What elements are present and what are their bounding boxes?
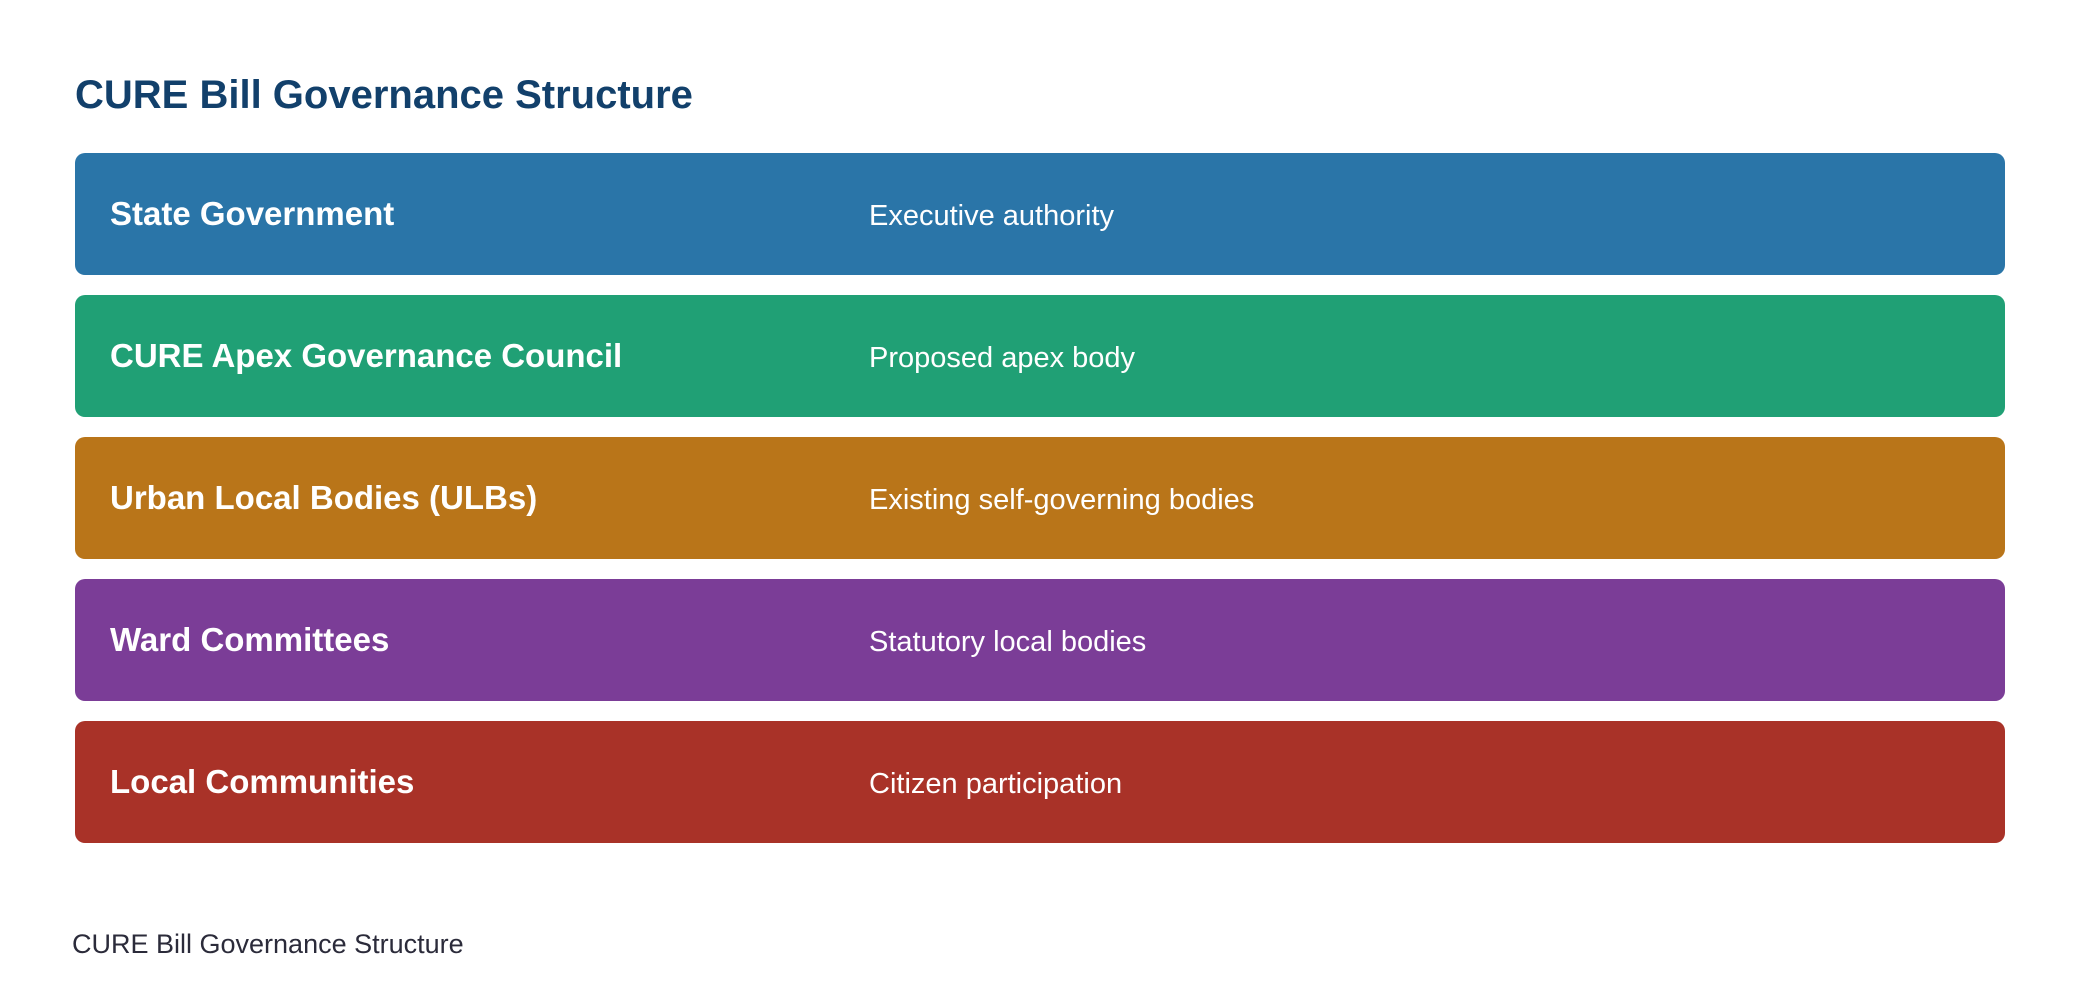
tier-ward-committees: Ward Committees Statutory local bodies: [75, 579, 2005, 701]
tier-description: Existing self-governing bodies: [869, 484, 1255, 516]
tier-name: State Government: [110, 195, 395, 232]
tier-name: Local Communities: [110, 763, 415, 800]
tier-name: CURE Apex Governance Council: [110, 337, 623, 374]
figure-caption: CURE Bill Governance Structure: [72, 929, 464, 959]
page-title: CURE Bill Governance Structure: [75, 73, 693, 117]
governance-tiers: State Government Executive authority CUR…: [75, 153, 2005, 863]
tier-description: Citizen participation: [869, 768, 1123, 800]
tier-description: Executive authority: [869, 200, 1115, 232]
tier-description: Proposed apex body: [869, 342, 1136, 374]
tier-name: Ward Committees: [110, 621, 390, 658]
tier-cure-apex-governance-council: CURE Apex Governance Council Proposed ap…: [75, 295, 2005, 417]
tier-local-communities: Local Communities Citizen participation: [75, 721, 2005, 843]
tier-state-government: State Government Executive authority: [75, 153, 2005, 275]
tier-urban-local-bodies: Urban Local Bodies (ULBs) Existing self-…: [75, 437, 2005, 559]
tier-name: Urban Local Bodies (ULBs): [110, 479, 538, 516]
tier-description: Statutory local bodies: [869, 626, 1147, 658]
